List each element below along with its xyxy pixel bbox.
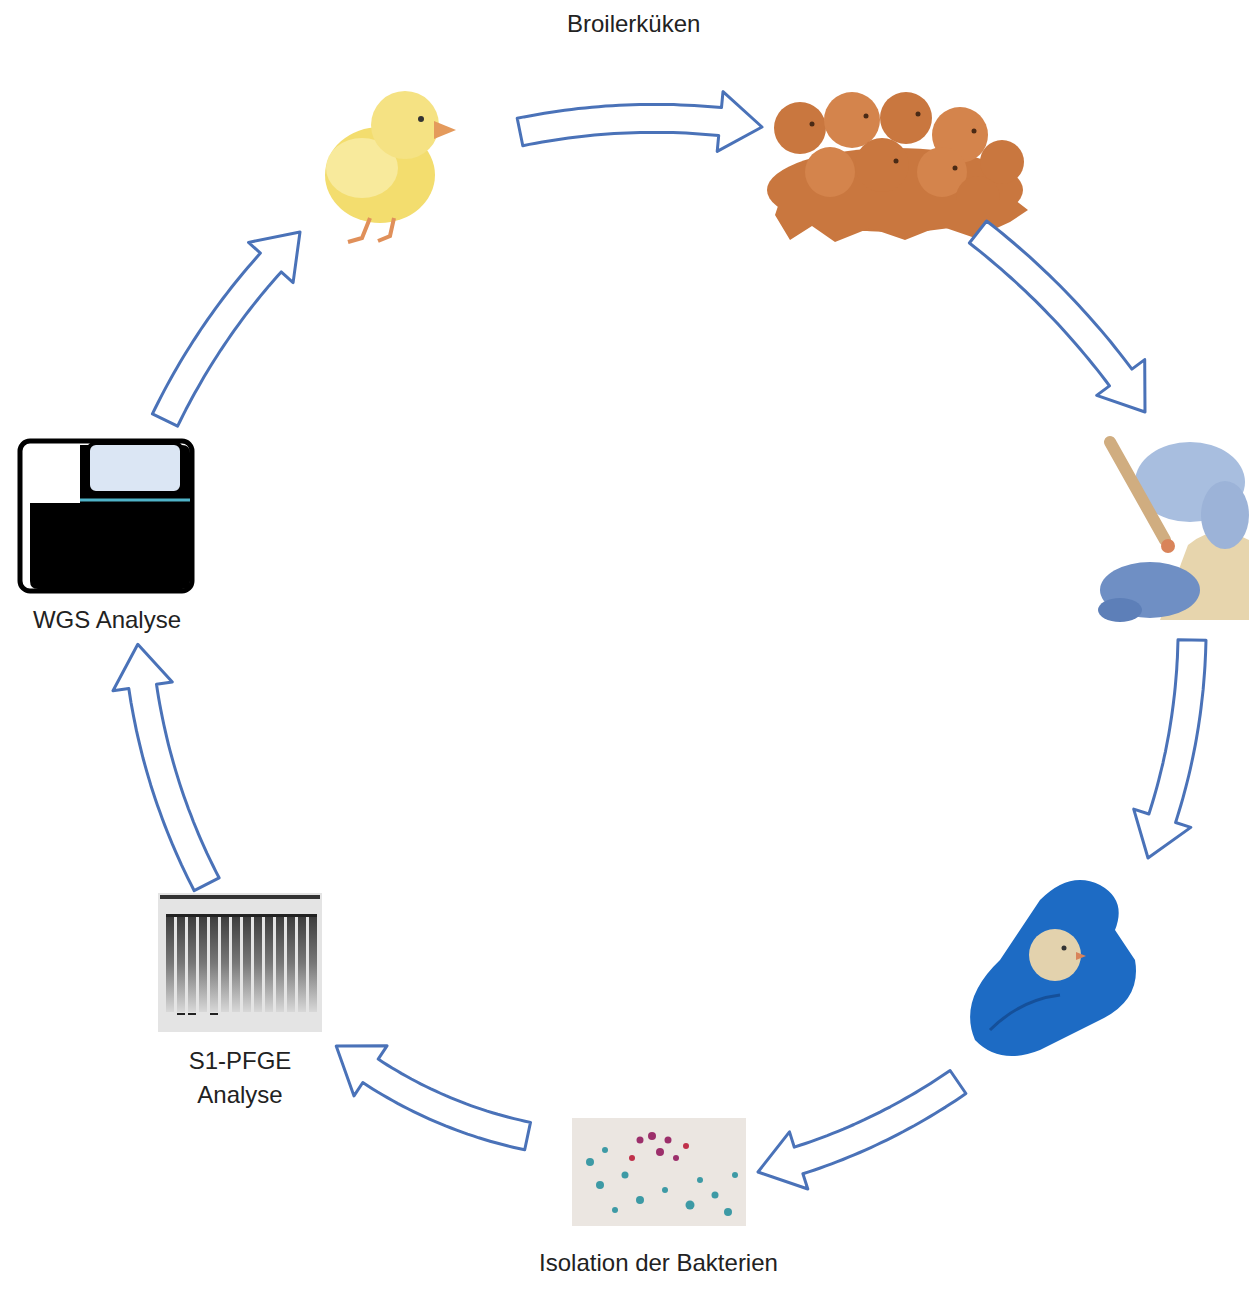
step-node: WGS Analyse — [12, 437, 202, 637]
cycle-arrow — [758, 1071, 966, 1190]
cycle-arrow — [517, 92, 762, 152]
step-node: Isolation der Bakterien — [533, 1116, 784, 1280]
step-label: S1-PFGE Analyse — [180, 1044, 300, 1111]
sequencer-icon — [20, 441, 192, 591]
held-chick-picture — [970, 880, 1136, 1056]
swab-picture — [1098, 442, 1249, 622]
chick-picture — [325, 91, 456, 242]
chick-group-picture — [767, 92, 1028, 242]
step-label: WGS Analyse — [33, 603, 181, 637]
cycle-arrow — [1134, 640, 1206, 858]
cycle-arrows — [152, 92, 1206, 1189]
step-node: S1-PFGE Analyse — [151, 890, 329, 1111]
step-label: Isolation der Bakterien — [539, 1246, 778, 1280]
flow-arrow — [113, 644, 219, 890]
cycle-arrow — [969, 221, 1145, 412]
cycle-arrow — [152, 232, 300, 426]
flow-arrow — [336, 1046, 530, 1150]
agar-plate-picture — [572, 1118, 746, 1226]
title-label: Broilerküken — [567, 10, 700, 38]
gel-picture — [158, 893, 322, 1032]
